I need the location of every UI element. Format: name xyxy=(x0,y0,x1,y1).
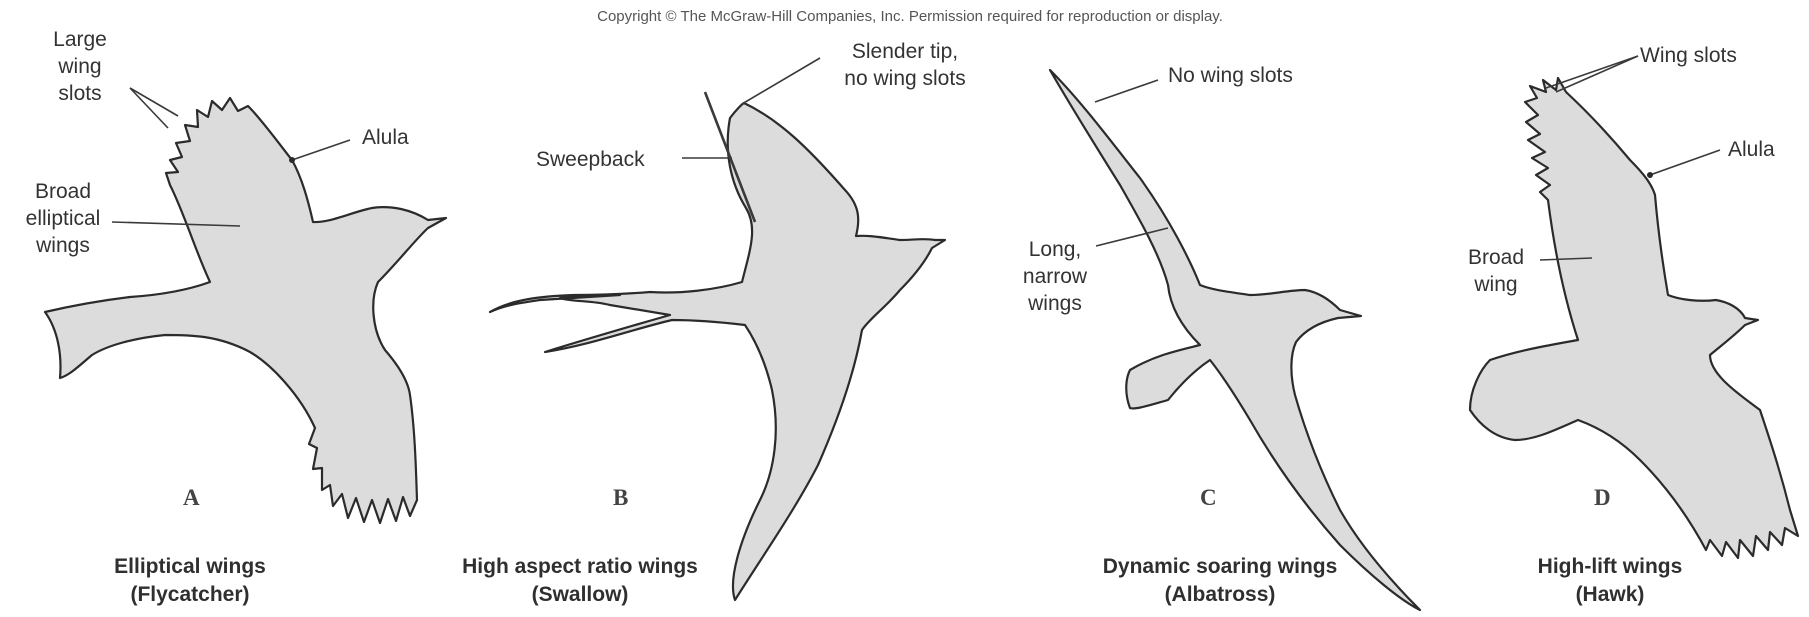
sweepback-label: Sweepback xyxy=(536,146,645,173)
panel-a-caption-line1: Elliptical wings xyxy=(114,555,266,578)
wing-slots-label: Wing slots xyxy=(1640,42,1737,69)
alula-label-a: Alula xyxy=(362,124,409,151)
alula-label-d: Alula xyxy=(1728,136,1775,163)
panel-c-caption: Dynamic soaring wings (Albatross) xyxy=(1060,553,1380,609)
panel-c-caption-line2: (Albatross) xyxy=(1165,583,1276,606)
no-wing-slots-label: No wing slots xyxy=(1168,62,1293,89)
large-wing-slots-label: Large wing slots xyxy=(40,26,120,107)
panel-b-caption: High aspect ratio wings (Swallow) xyxy=(420,553,740,609)
broad-wing-label: Broad wing xyxy=(1454,244,1538,298)
panel-d-caption-line2: (Hawk) xyxy=(1576,583,1645,606)
panel-d-caption-line1: High-lift wings xyxy=(1538,555,1683,578)
broad-elliptical-wings-label: Broad elliptical wings xyxy=(8,178,118,259)
albatross-silhouette xyxy=(1050,70,1420,610)
swallow-silhouette xyxy=(490,103,945,600)
slender-tip-label: Slender tip, no wing slots xyxy=(820,38,990,92)
panel-c-letter: C xyxy=(1200,485,1217,511)
panel-c-caption-line1: Dynamic soaring wings xyxy=(1103,555,1338,578)
panel-a-caption: Elliptical wings (Flycatcher) xyxy=(60,553,320,609)
panel-d-letter: D xyxy=(1594,485,1611,511)
panel-b-letter: B xyxy=(613,485,628,511)
panel-b-caption-line1: High aspect ratio wings xyxy=(462,555,698,578)
panel-b-caption-line2: (Swallow) xyxy=(532,583,629,606)
long-narrow-wings-label: Long, narrow wings xyxy=(1010,236,1100,317)
panel-a-caption-line2: (Flycatcher) xyxy=(130,583,249,606)
panel-a-letter: A xyxy=(183,485,200,511)
panel-d-caption: High-lift wings (Hawk) xyxy=(1490,553,1730,609)
flycatcher-silhouette xyxy=(45,98,446,523)
